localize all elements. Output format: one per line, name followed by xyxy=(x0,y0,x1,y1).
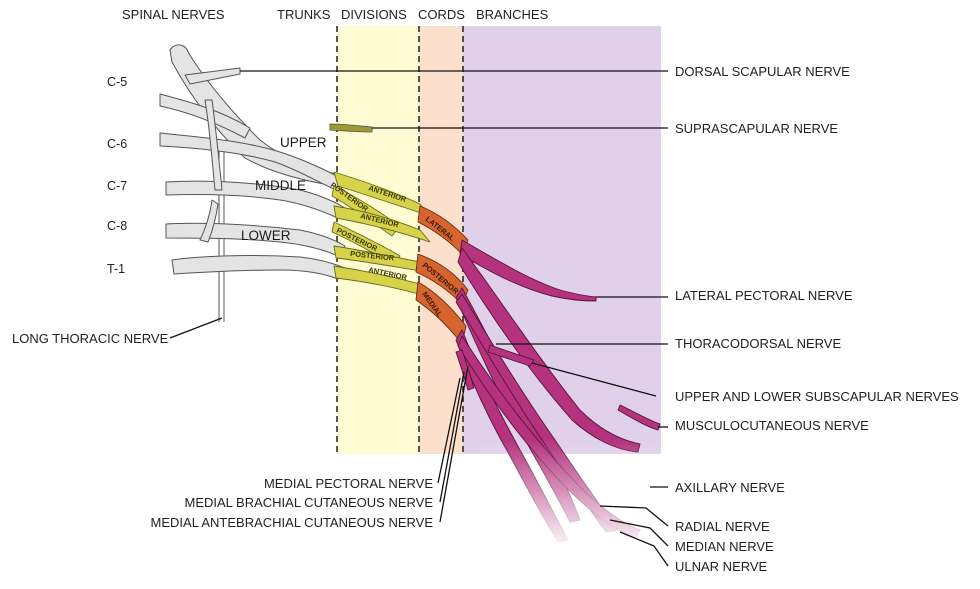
label-medial-brachial-cutaneous-nerve: MEDIAL BRACHIAL CUTANEOUS NERVE xyxy=(185,495,434,510)
label-medial-pectoral-nerve: MEDIAL PECTORAL NERVE xyxy=(264,476,433,491)
header-spinal-nerves: SPINAL NERVES xyxy=(122,7,225,22)
segment-label-c6: C-6 xyxy=(107,137,127,151)
label-subscapular-nerves: UPPER AND LOWER SUBSCAPULAR NERVES xyxy=(675,389,959,404)
divisions-shape xyxy=(331,171,431,297)
label-radial-nerve: RADIAL NERVE xyxy=(675,519,770,534)
trunk-label-middle: MIDDLE xyxy=(255,178,306,193)
label-dorsal-scapular-nerve: DORSAL SCAPULAR NERVE xyxy=(675,64,850,79)
segment-label-c8: C-8 xyxy=(107,219,127,233)
label-ulnar-nerve: ULNAR NERVE xyxy=(675,559,768,574)
spinal-nerves-shape xyxy=(159,44,346,280)
leader-lines-right xyxy=(240,70,669,567)
distal-fade xyxy=(480,440,680,550)
label-thoracodorsal-nerve: THORACODORSAL NERVE xyxy=(675,336,841,351)
header-trunks: TRUNKS xyxy=(277,7,331,22)
header-branches: BRANCHES xyxy=(476,7,549,22)
leader-lines-left xyxy=(169,317,469,523)
label-median-nerve: MEDIAN NERVE xyxy=(675,539,774,554)
suprascapular-nerve-shape xyxy=(329,123,373,133)
segment-label-c7: C-7 xyxy=(107,179,127,193)
label-musculocutaneous-nerve: MUSCULOCUTANEOUS NERVE xyxy=(675,418,869,433)
label-lateral-pectoral-nerve: LATERAL PECTORAL NERVE xyxy=(675,288,853,303)
label-axillary-nerve: AXILLARY NERVE xyxy=(675,480,785,495)
segment-label-c5: C-5 xyxy=(107,75,127,89)
segment-label-t1: T-1 xyxy=(107,262,125,276)
header-divisions: DIVISIONS xyxy=(341,7,407,22)
header-cords: CORDS xyxy=(418,7,465,22)
label-long-thoracic-nerve: LONG THORACIC NERVE xyxy=(12,331,169,346)
trunk-label-upper: UPPER xyxy=(280,135,327,150)
trunk-label-lower: LOWER xyxy=(241,228,291,243)
label-suprascapular-nerve: SUPRASCAPULAR NERVE xyxy=(675,121,838,136)
label-medial-antebrachial-cutaneous-nerve: MEDIAL ANTEBRACHIAL CUTANEOUS NERVE xyxy=(151,515,434,530)
